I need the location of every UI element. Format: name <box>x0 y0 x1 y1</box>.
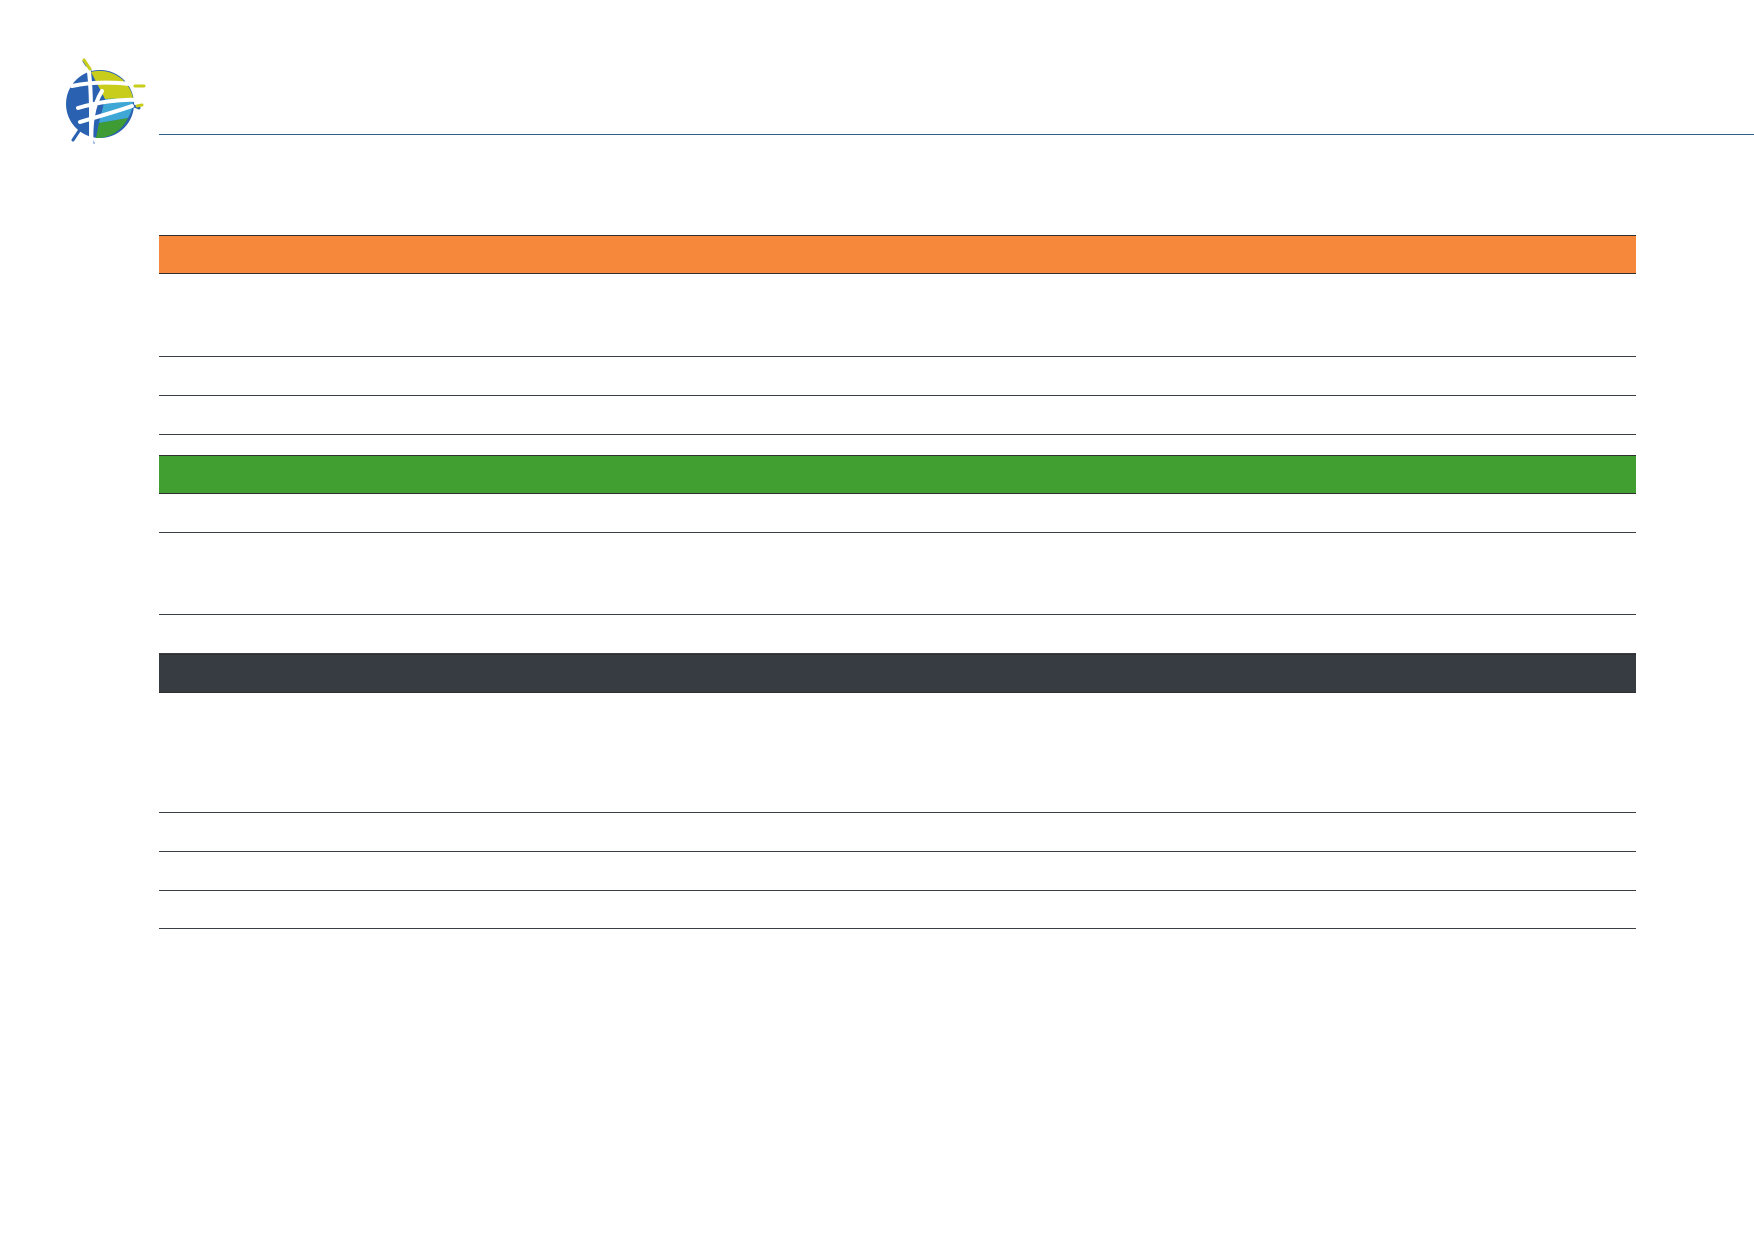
table-section-orange <box>159 235 1636 435</box>
table-row <box>159 852 1636 891</box>
section-header-bar-green <box>159 455 1636 494</box>
color-coded-table <box>159 235 1636 929</box>
table-row <box>159 891 1636 929</box>
globe-logo-icon <box>66 57 146 152</box>
logo-green-segment <box>96 118 128 139</box>
table-row <box>159 615 1636 654</box>
header-rule <box>159 134 1754 135</box>
table-section-green <box>159 455 1636 654</box>
table-row <box>159 357 1636 396</box>
table-row <box>159 693 1636 813</box>
table-row <box>159 533 1636 615</box>
logo-white-lines <box>70 57 144 152</box>
table-section-dark <box>159 654 1636 929</box>
section-header-bar-dark <box>159 654 1636 693</box>
table-row <box>159 396 1636 435</box>
table-row <box>159 813 1636 852</box>
section-header-bar-orange <box>159 235 1636 274</box>
table-row <box>159 494 1636 533</box>
logo-accent-lines <box>82 58 146 108</box>
table-row <box>159 274 1636 357</box>
